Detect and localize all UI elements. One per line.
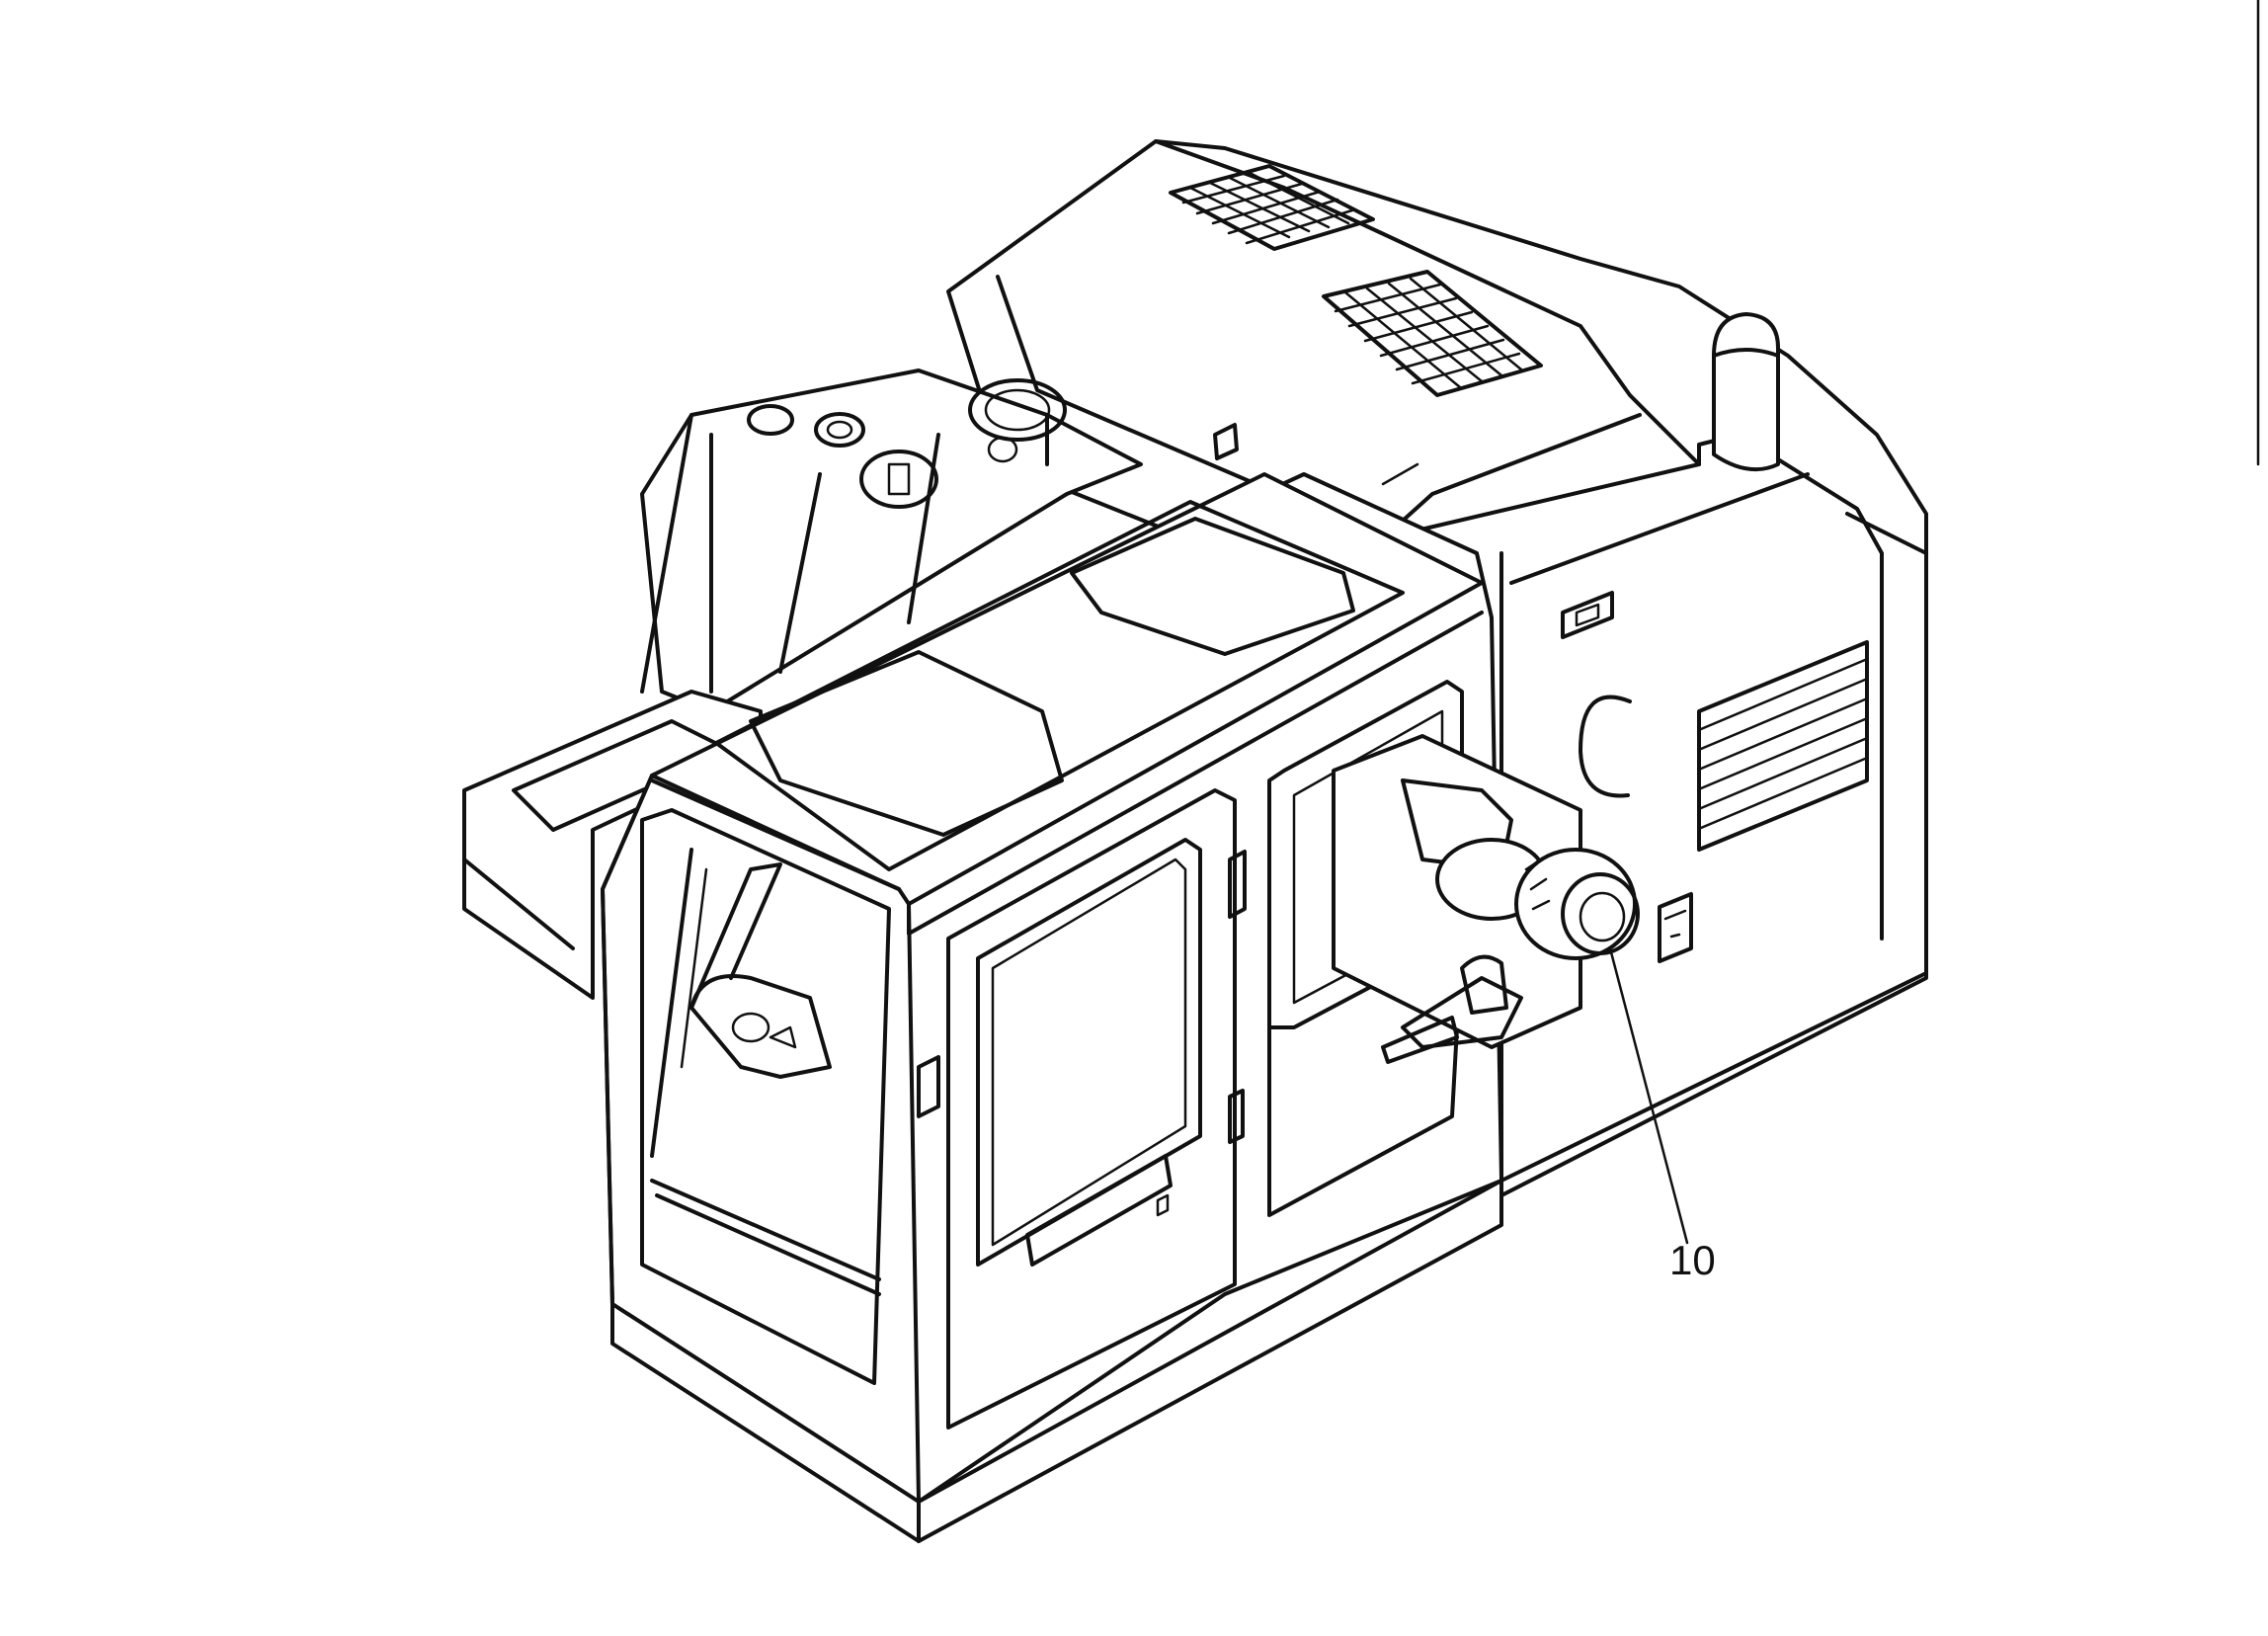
exhaust-pipe	[1712, 312, 1780, 472]
rear-side-switch	[1658, 892, 1693, 963]
center-hood-grille	[1322, 270, 1543, 397]
side-panel-louvers	[1697, 640, 1869, 852]
cab-base-plate	[610, 1179, 1503, 1543]
callout-10-leader	[1608, 946, 1689, 1245]
callout-10-component	[1332, 734, 1640, 1064]
callout-label-10: 10	[1669, 1237, 1716, 1283]
cab-front-frame	[601, 774, 921, 1504]
fuel-filler-caps	[747, 378, 1067, 509]
cab-door-handle	[1228, 850, 1247, 1144]
front-windshield-wiper	[650, 848, 782, 1158]
rear-hood-grille	[1169, 164, 1375, 251]
hood-handle	[1579, 695, 1632, 798]
cab-mirror-bracket	[1213, 423, 1419, 486]
hood-latch	[1561, 591, 1614, 639]
fuel-tank	[640, 368, 1143, 713]
front-work-attachment	[689, 974, 832, 1079]
cab-door	[917, 788, 1237, 1430]
